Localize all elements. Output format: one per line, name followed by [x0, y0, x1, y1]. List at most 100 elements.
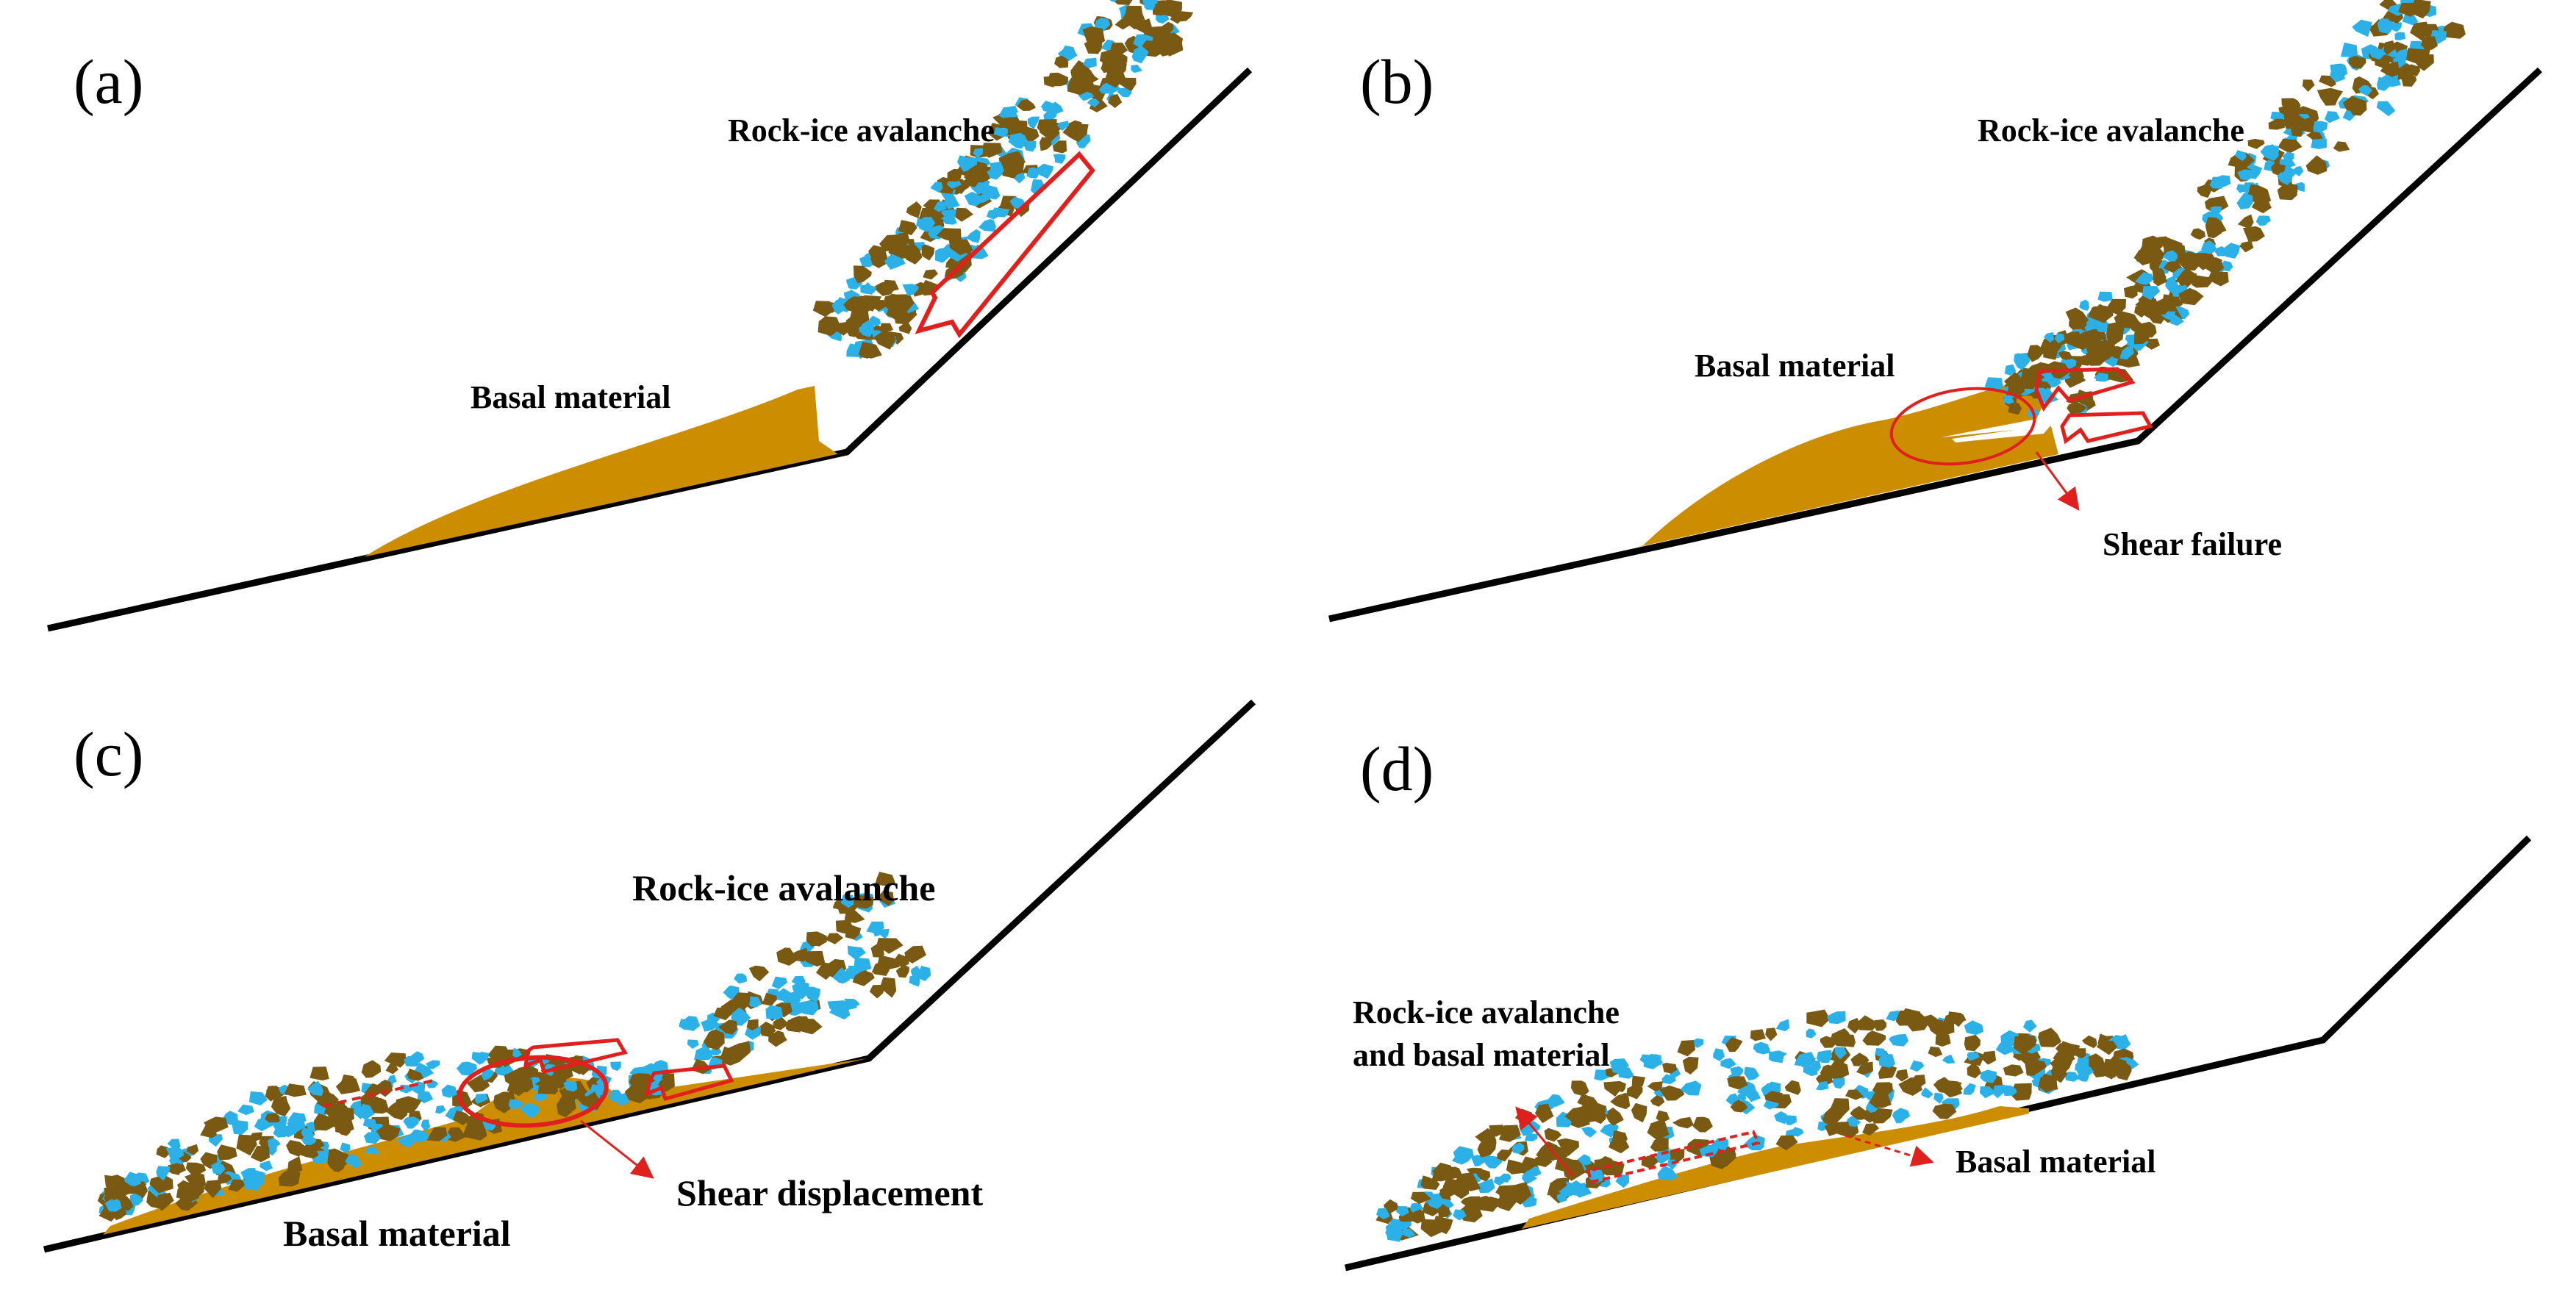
- rock-fragment: [2014, 1036, 2036, 1055]
- ice-block: [248, 1091, 268, 1106]
- rock-fragment: [2025, 1058, 2047, 1076]
- rock-fragment: [1135, 18, 1152, 34]
- ice-block: [397, 1134, 415, 1147]
- ice-block: [2142, 286, 2161, 301]
- ice-block: [2003, 395, 2014, 404]
- rock-fragment: [155, 1192, 174, 1211]
- rock-fragment: [2148, 298, 2172, 315]
- rock-fragment: [2067, 402, 2087, 415]
- rock-fragment: [1410, 1191, 1432, 1205]
- ice-block: [610, 1061, 621, 1072]
- ice-block: [1661, 1074, 1676, 1084]
- rock-fragment: [815, 962, 836, 980]
- ice-block: [1525, 1133, 1538, 1141]
- rock-fragment: [1610, 1092, 1631, 1110]
- rock-fragment: [746, 1019, 759, 1031]
- panel-b-flow-arrow-lower: [2060, 411, 2153, 445]
- rock-fragment: [2191, 275, 2213, 288]
- ice-block: [2402, 14, 2419, 26]
- ice-block: [2352, 19, 2372, 37]
- ice-block: [2378, 18, 2392, 32]
- rock-fragment: [964, 164, 990, 183]
- rock-fragment: [1037, 119, 1057, 137]
- ice-block: [847, 945, 866, 960]
- rock-fragment: [873, 281, 895, 296]
- ice-block: [476, 1052, 490, 1064]
- ice-block: [1131, 46, 1149, 64]
- rock-fragment: [287, 1156, 303, 1176]
- ice-block: [2054, 333, 2065, 344]
- ice-block: [1737, 1093, 1746, 1102]
- rock-fragment: [2178, 287, 2204, 306]
- rock-fragment: [1460, 1196, 1481, 1209]
- ice-block: [2119, 346, 2134, 360]
- panel-c-flow-arrow-rear: [323, 1079, 434, 1108]
- rock-fragment: [870, 252, 891, 268]
- ice-block: [1053, 154, 1066, 164]
- rock-fragment: [1750, 1029, 1766, 1041]
- ice-block: [2064, 1072, 2080, 1082]
- rock-fragment: [2142, 235, 2163, 255]
- rock-fragment: [1383, 1199, 1400, 1213]
- rock-fragment: [204, 1180, 222, 1199]
- rock-fragment: [1856, 1015, 1878, 1031]
- panel-d-avalanche-particles: [1375, 1008, 2139, 1242]
- rock-fragment: [1898, 1077, 1922, 1096]
- rock-fragment: [271, 1096, 291, 1117]
- rock-fragment: [2316, 87, 2343, 106]
- rock-fragment: [1928, 1046, 1943, 1058]
- ice-block: [942, 215, 957, 225]
- ice-block: [1024, 140, 1037, 152]
- rock-fragment: [875, 872, 895, 886]
- ice-block: [1117, 87, 1132, 98]
- panel-b-avalanche-label: Rock-ice avalanche: [1978, 112, 2244, 148]
- panel-b-avalanche-particles: [1984, 0, 2466, 418]
- ice-block: [512, 1047, 522, 1058]
- ice-block: [1775, 1019, 1790, 1032]
- rock-fragment: [1125, 5, 1142, 18]
- rock-fragment: [2041, 1034, 2058, 1047]
- ice-block: [934, 201, 947, 212]
- ice-block: [853, 957, 872, 972]
- rock-fragment: [1551, 1177, 1567, 1191]
- rock-fragment: [757, 1022, 776, 1037]
- ice-block: [1964, 1020, 1983, 1036]
- rock-fragment: [936, 228, 962, 242]
- ice-block: [2324, 111, 2340, 123]
- rock-fragment: [1534, 1103, 1554, 1124]
- ice-block: [1131, 64, 1142, 73]
- ice-block: [831, 299, 846, 315]
- rock-fragment: [1544, 1127, 1562, 1142]
- rock-fragment: [2347, 98, 2367, 116]
- ice-block: [709, 1047, 722, 1056]
- ice-block: [863, 281, 876, 295]
- ice-block: [1816, 1081, 1829, 1091]
- ice-block: [165, 1147, 185, 1161]
- ice-block: [1476, 1178, 1495, 1194]
- ice-block: [909, 974, 920, 987]
- ice-block: [964, 191, 984, 207]
- rock-fragment: [1420, 1219, 1442, 1238]
- ice-block: [1995, 1042, 2016, 1055]
- ice-block: [680, 1016, 701, 1031]
- rock-fragment: [1115, 0, 1133, 5]
- ice-block: [273, 1125, 293, 1138]
- rock-fragment: [1118, 77, 1137, 92]
- rock-fragment: [1176, 11, 1194, 22]
- ice-block: [1730, 1066, 1744, 1078]
- rock-fragment: [1550, 1145, 1569, 1161]
- rock-fragment: [1609, 1138, 1630, 1154]
- rock-fragment: [1845, 1089, 1864, 1100]
- ice-block: [701, 1019, 720, 1032]
- rock-fragment: [2282, 112, 2308, 129]
- rock-fragment: [1784, 1080, 1801, 1095]
- rock-fragment: [2008, 402, 2022, 415]
- rock-fragment: [2105, 1056, 2129, 1077]
- rock-fragment: [2175, 251, 2200, 271]
- panel-c-flow-arrow-middle: [523, 1038, 628, 1074]
- ice-block: [520, 1102, 540, 1119]
- panel-d: (d) Rock-ice avalanche and basal materia…: [1344, 734, 2532, 1272]
- ice-block: [1453, 1209, 1467, 1221]
- ice-block: [345, 1153, 362, 1169]
- ice-block: [2213, 175, 2231, 188]
